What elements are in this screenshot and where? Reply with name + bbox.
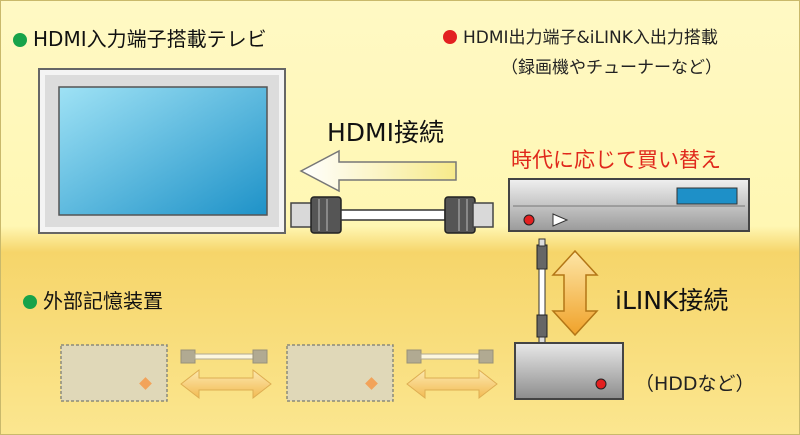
ilink-connection-label: iLINK接続 bbox=[615, 286, 729, 315]
green-dot-icon bbox=[13, 33, 27, 47]
green-dot-icon bbox=[23, 295, 37, 309]
ilink-arrow-icon bbox=[551, 249, 599, 337]
tv-title: HDMI入力端子搭載テレビ bbox=[13, 23, 267, 52]
storage-device-2-icon bbox=[286, 344, 394, 402]
hdmi-cable-icon bbox=[290, 196, 494, 234]
external-storage-text: 外部記憶装置 bbox=[43, 289, 163, 313]
ilink-cable-icon bbox=[536, 238, 548, 344]
recorder-examples: （録画機やチューナーなど） bbox=[501, 58, 722, 78]
storage-device-1-icon bbox=[60, 344, 168, 402]
small-cable-1-icon bbox=[180, 349, 268, 364]
replace-note: 時代に応じて買い替え bbox=[511, 148, 721, 172]
small-cable-2-icon bbox=[406, 349, 494, 364]
recorder-title-text: HDMI出力端子&iLINK入出力搭載 bbox=[463, 28, 718, 48]
tv-icon bbox=[38, 68, 286, 234]
recorder-icon bbox=[508, 178, 750, 232]
red-dot-icon bbox=[443, 30, 457, 44]
tv-title-text: HDMI入力端子搭載テレビ bbox=[33, 27, 267, 51]
small-arrow-2-icon bbox=[406, 368, 498, 400]
small-arrow-1-icon bbox=[180, 368, 272, 400]
hdd-icon bbox=[514, 342, 624, 400]
hdmi-connection-label: HDMI接続 bbox=[327, 118, 444, 147]
recorder-title: HDMI出力端子&iLINK入出力搭載 bbox=[443, 23, 718, 48]
hdmi-arrow-icon bbox=[299, 149, 457, 193]
external-storage-title: 外部記憶装置 bbox=[23, 285, 163, 314]
hdd-note: （HDDなど） bbox=[635, 373, 755, 395]
